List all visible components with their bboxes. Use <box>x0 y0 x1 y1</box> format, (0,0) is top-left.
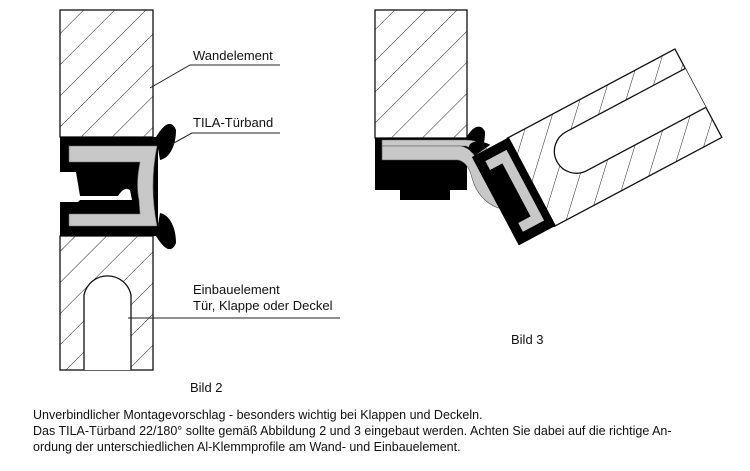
profile-gray <box>485 149 545 232</box>
seal-lip-top <box>156 123 176 160</box>
description-line-3: ordung der unterschiedlichen Al-Klemmpro… <box>33 440 461 454</box>
label-hinge: TILA-Türband <box>193 115 274 130</box>
clamp-profile <box>60 172 132 202</box>
description-line-1: Unverbindlicher Montagevorschlag - beson… <box>33 408 483 422</box>
hinge-profile <box>68 145 158 227</box>
seal-lip-bottom <box>156 213 176 250</box>
label-wall-element: Wandelement <box>193 48 273 63</box>
figure-3-drawing <box>374 9 723 246</box>
figure-2-drawing <box>59 9 340 371</box>
label-insert-types: Tür, Klappe oder Deckel <box>193 298 333 313</box>
seal-lip <box>468 141 491 155</box>
label-insert-element: Einbauelement <box>193 282 280 297</box>
figure-2-caption: Bild 2 <box>190 380 223 395</box>
wall-element <box>374 9 468 139</box>
leader-hinge <box>171 132 280 145</box>
wall-element <box>59 9 154 138</box>
figure-3-caption: Bild 3 <box>511 332 544 347</box>
insert-slot <box>83 275 132 370</box>
insert-slot <box>553 67 707 174</box>
leader-wall <box>149 64 280 89</box>
description-line-2: Das TILA-Türband 22/180° sollte gemäß Ab… <box>33 424 672 438</box>
